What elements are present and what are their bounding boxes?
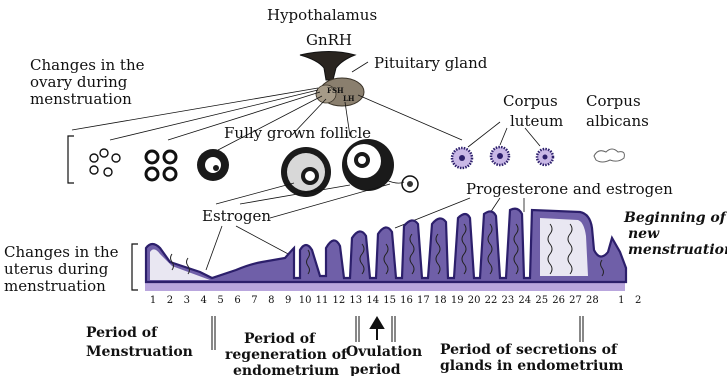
day-number: 16 xyxy=(400,295,413,306)
ovulation-line-1: Ovulation xyxy=(346,344,422,360)
day-number: 19 xyxy=(451,295,464,306)
period-regeneration-line-3: endometrium xyxy=(233,363,339,376)
day-number: 11 xyxy=(316,295,329,306)
period-menstruation-line-1: Period of xyxy=(86,325,158,341)
pituitary-label: Pituitary gland xyxy=(374,54,488,72)
day-number: 24 xyxy=(518,295,531,306)
luteum-pointer-1 xyxy=(468,122,500,147)
day-number: 7 xyxy=(251,295,257,306)
corpus-luteum-label: Corpus luteum xyxy=(503,92,563,130)
uterus-changes-line-1: Changes in the xyxy=(4,243,119,261)
corpus-albicans-line-1: Corpus xyxy=(586,92,641,110)
pituitary-gland-shape: FSH LH xyxy=(300,52,364,107)
uterus-changes-line-3: menstruation xyxy=(4,277,106,295)
growing-follicle xyxy=(197,149,229,181)
corpus-luteum-line-2: luteum xyxy=(510,112,563,130)
day-number: 26 xyxy=(552,295,565,306)
corpus-luteum-stages xyxy=(452,147,553,168)
ovary-changes-line-3: menstruation xyxy=(30,90,132,108)
day-number: 12 xyxy=(333,295,346,306)
period-regeneration-label: Period of regeneration of endometrium xyxy=(225,331,352,376)
corpus-albicans-shape xyxy=(594,149,624,162)
day-number: 20 xyxy=(468,295,481,306)
day-number: 28 xyxy=(586,295,599,306)
hypothalamus-label: Hypothalamus xyxy=(267,6,377,24)
day-number: 25 xyxy=(535,295,548,306)
day-number: 9 xyxy=(285,295,291,306)
day-number: 13 xyxy=(349,295,362,306)
period-secretions-label: Period of secretions of glands in endome… xyxy=(440,342,624,374)
day-number: 17 xyxy=(417,295,430,306)
ovary-changes-line-1: Changes in the xyxy=(30,56,145,74)
fully-grown-follicle-label: Fully grown follicle xyxy=(224,124,371,142)
day-number: 1 xyxy=(618,295,624,306)
day-number: 2 xyxy=(635,295,641,306)
estrogen-label: Estrogen xyxy=(202,207,271,225)
ovulating-follicle xyxy=(342,139,418,192)
period-secretions-line-1: Period of secretions of xyxy=(440,342,618,358)
ovulation-arrow xyxy=(371,318,383,340)
day-number: 15 xyxy=(383,295,396,306)
day-number: 14 xyxy=(366,295,379,306)
corpus-albicans-line-2: albicans xyxy=(586,112,649,130)
lh-label: LH xyxy=(343,94,355,103)
secondary-follicles xyxy=(146,151,176,180)
uterus-changes-label: Changes in the uterus during menstruatio… xyxy=(4,243,123,295)
fsh-label: FSH xyxy=(327,86,344,95)
day-number: 3 xyxy=(184,295,190,306)
beginning-new-line-1: Beginning of xyxy=(623,210,727,226)
corpus-albicans-label: Corpus albicans xyxy=(586,92,649,130)
ovary-bracket xyxy=(68,136,74,183)
progesterone-estrogen-label: Progesterone and estrogen xyxy=(466,180,673,198)
ovulation-line-2: period xyxy=(350,362,401,376)
period-secretions-line-2: glands in endometrium xyxy=(440,358,624,374)
period-menstruation-line-2: Menstruation xyxy=(86,344,193,360)
beginning-new-line-3: menstruation xyxy=(628,242,727,258)
ovulation-label: Ovulation period xyxy=(346,344,427,376)
day-number: 18 xyxy=(434,295,447,306)
primary-follicles xyxy=(90,149,120,176)
day-number: 10 xyxy=(299,295,312,306)
luteum-pointer-3 xyxy=(525,128,540,146)
day-number: 1 xyxy=(150,295,156,306)
pituitary-pointer xyxy=(352,62,368,72)
day-number: 2 xyxy=(167,295,173,306)
uterus-bracket xyxy=(132,244,138,290)
luteum-pointer-2 xyxy=(500,128,507,145)
day-number: 23 xyxy=(502,295,515,306)
day-number: 8 xyxy=(268,295,274,306)
period-regeneration-line-1: Period of xyxy=(244,331,316,347)
day-number: 22 xyxy=(485,295,498,306)
uterus-base-band xyxy=(145,282,625,291)
ovary-changes-line-2: ovary during xyxy=(30,73,128,91)
uterus-changes-line-2: uterus during xyxy=(4,260,109,278)
day-number: 5 xyxy=(217,295,223,306)
corpus-luteum-line-1: Corpus xyxy=(503,92,558,110)
beginning-new-label: Beginning of new menstruation xyxy=(623,210,727,258)
day-number: 6 xyxy=(234,295,240,306)
beginning-new-line-2: new xyxy=(628,226,660,242)
ovary-changes-label: Changes in the ovary during menstruation xyxy=(30,56,149,108)
day-number: 27 xyxy=(569,295,582,306)
period-regeneration-line-2: regeneration of xyxy=(225,347,348,363)
gnrh-label: GnRH xyxy=(306,31,352,49)
day-number: 4 xyxy=(201,295,207,306)
period-menstruation-label: Period of Menstruation xyxy=(86,325,193,360)
